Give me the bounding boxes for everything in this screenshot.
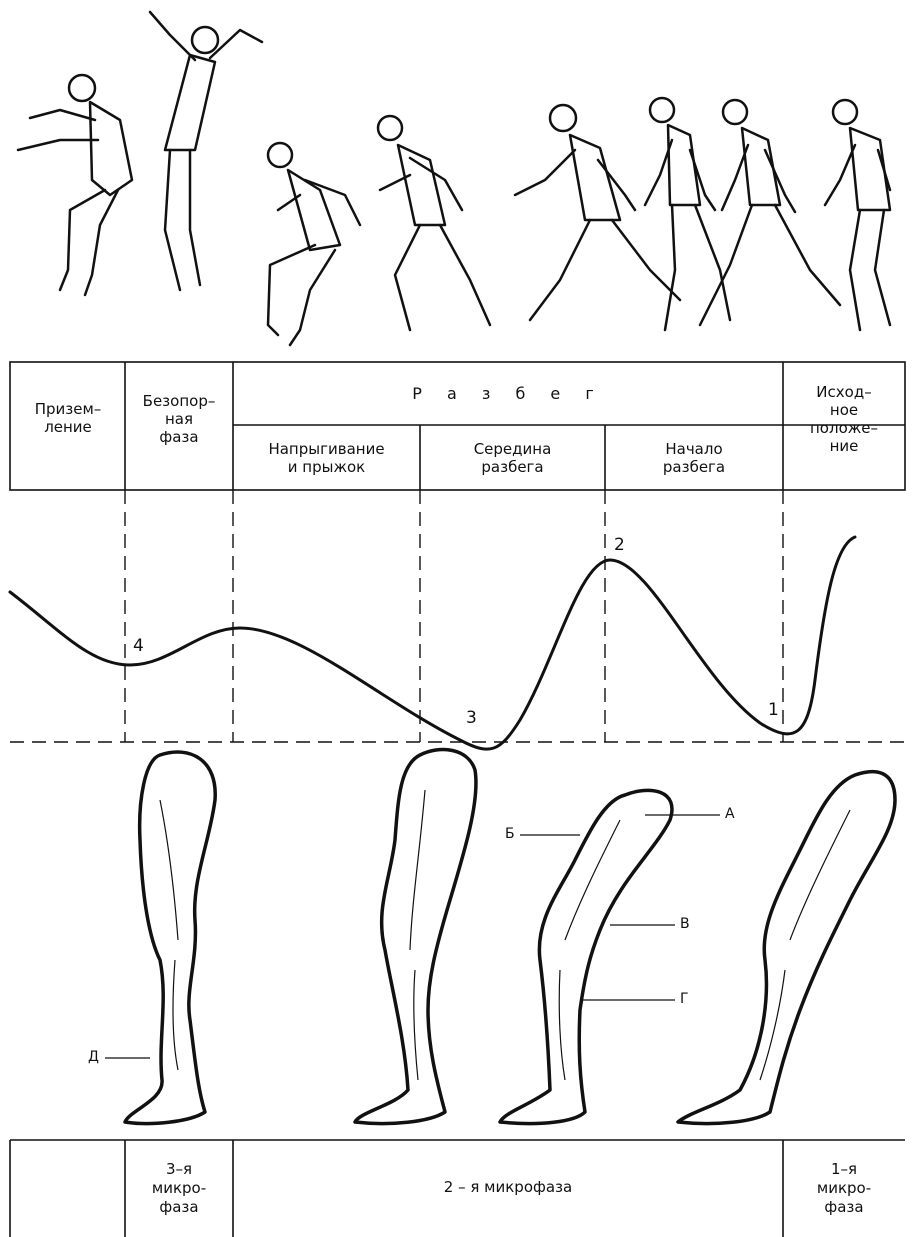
header-jump: Напрыгивание и прыжок bbox=[234, 440, 419, 476]
curve-point-4: 4 bbox=[133, 636, 144, 656]
header-landing: Призем– ление bbox=[12, 400, 124, 436]
header-runup: Р а з б е г bbox=[234, 385, 782, 403]
header-middle: Середина разбега bbox=[421, 440, 604, 476]
muscle-label-a: А bbox=[725, 806, 735, 822]
athlete-figure-8 bbox=[825, 100, 890, 330]
header-flight-phase: Безопор– ная фаза bbox=[126, 392, 232, 446]
athlete-figure-landing bbox=[18, 75, 132, 295]
athlete-figure-flight bbox=[150, 12, 262, 290]
leg-4 bbox=[678, 772, 895, 1124]
athlete-figure-4 bbox=[378, 116, 490, 330]
leg-3 bbox=[500, 790, 672, 1123]
footer-microphase-3: 3–я микро- фаза bbox=[126, 1160, 232, 1217]
athlete-figure-3 bbox=[268, 143, 360, 345]
curve-point-3: 3 bbox=[466, 708, 477, 728]
header-initial-position: Исход– ное положе– ние bbox=[784, 383, 904, 455]
muscle-label-g: Г bbox=[680, 991, 689, 1007]
curve-point-1: 1 bbox=[768, 700, 779, 720]
curve-point-2: 2 bbox=[614, 535, 625, 555]
footer-microphase-2: 2 – я микрофаза bbox=[234, 1178, 782, 1197]
leg-illustrations bbox=[125, 750, 895, 1124]
muscle-label-d: Д bbox=[88, 1049, 99, 1065]
muscle-label-v: В bbox=[680, 916, 690, 932]
athlete-figure-7 bbox=[700, 100, 840, 325]
leg-2 bbox=[355, 750, 476, 1124]
athlete-sequence bbox=[18, 12, 890, 345]
muscle-label-b: Б bbox=[505, 826, 515, 842]
leg-1 bbox=[125, 752, 215, 1124]
athlete-figure-5 bbox=[515, 105, 680, 320]
header-start: Начало разбега bbox=[606, 440, 782, 476]
athlete-figure-6 bbox=[645, 98, 730, 330]
footer-microphase-1: 1–я микро- фаза bbox=[784, 1160, 904, 1217]
